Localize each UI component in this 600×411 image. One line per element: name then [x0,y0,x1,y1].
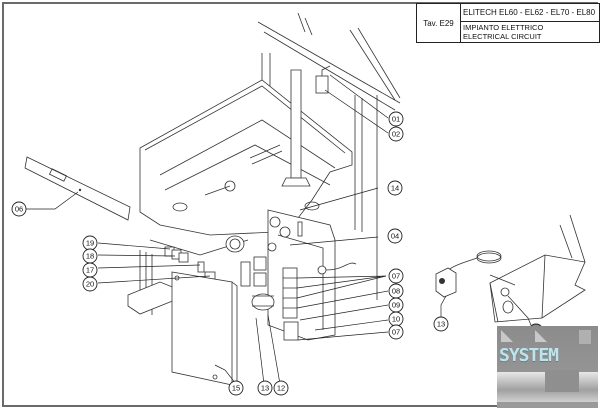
callout-label: 13 [261,384,269,393]
upper-frame-tubes [257,12,401,300]
selector-switches [164,246,216,280]
external-tank [489,214,586,323]
sheet-number: Tav. E29 [417,4,461,42]
cable-coil [447,250,502,271]
front-control-strip [24,156,131,221]
callout-06: 06 [11,201,27,217]
leader-lines [25,74,534,385]
callout-label: 18 [86,252,94,261]
callout-label: 06 [15,205,23,214]
callout-12: 12 [273,380,289,396]
level-switch [435,267,457,298]
callout-label: 07 [392,328,400,337]
micro-switch [315,65,331,94]
callout-07-upper: 07 [388,268,404,284]
callout-label: 13 [437,320,445,329]
callout-label: 10 [392,315,400,324]
callout-label: 01 [392,115,400,124]
model-list: ELITECH EL60 - EL62 - EL70 - EL80 [461,4,599,22]
callout-13-remote: 13 [433,316,449,332]
logo-text: SYSTEM [499,345,559,366]
callout-label: 08 [392,287,400,296]
callout-label: 09 [392,301,400,310]
callout-label: 20 [86,280,94,289]
callout-label: 17 [86,266,94,275]
drawing-frame [2,2,598,407]
wash-tank [139,79,353,236]
logo-triangle-decor [535,330,547,342]
callout-label: 04 [391,232,399,241]
logo-triangle-decor [501,330,513,342]
callout-18: 18 [82,248,98,264]
callout-label: 02 [392,130,400,139]
callout-13-box: 13 [257,380,273,396]
callout-19: 19 [82,235,98,251]
drawing-title: IMPIANTO ELETTRICO ELECTRICAL CIRCUIT [461,22,599,43]
logo-notch [545,370,579,392]
title-block: Tav. E29 ELITECH EL60 - EL62 - EL70 - EL… [416,3,600,43]
title-english: ELECTRICAL CIRCUIT [463,32,542,41]
callout-15: 15 [228,380,244,396]
callout-08: 08 [388,283,404,299]
callout-09: 09 [388,297,404,313]
callout-14: 14 [387,180,403,196]
logo-square-decor [579,330,591,344]
callout-20: 20 [82,276,98,292]
callout-label: 19 [86,239,94,248]
callout-17: 17 [82,262,98,278]
title-italian: IMPIANTO ELETTRICO [463,23,544,32]
callout-label: 15 [232,384,240,393]
callout-01: 01 [388,111,404,127]
pump-motor-component [225,235,245,253]
electrical-box-cover [171,271,238,389]
wash-arm-column [281,69,311,187]
callout-label: 07 [392,272,400,281]
callout-label: 14 [391,184,399,193]
callout-02: 02 [388,126,404,142]
callout-07-lower: 07 [388,324,404,340]
callout-10: 10 [388,311,404,327]
callout-04: 04 [387,228,403,244]
watermark-logo: SYSTEM [497,326,598,408]
callout-label: 12 [277,384,285,393]
